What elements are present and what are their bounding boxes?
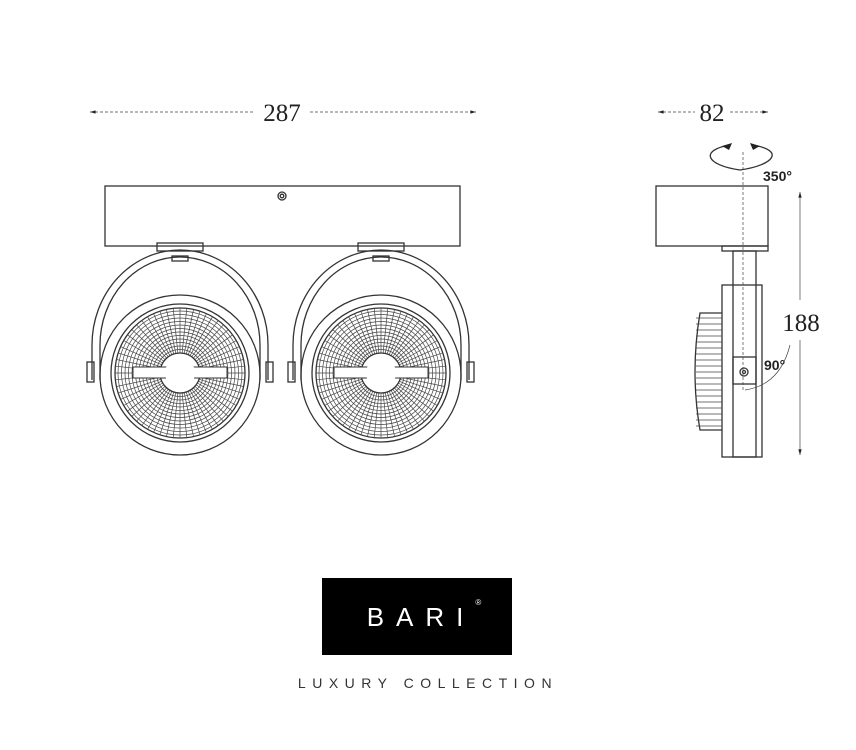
front-view <box>86 185 475 456</box>
spotlight-head <box>287 242 475 456</box>
screw-icon <box>277 191 287 201</box>
width-dimension: 287 <box>90 100 476 127</box>
registered-mark: ® <box>475 597 482 607</box>
brand-tagline: LUXURY COLLECTION <box>297 675 559 691</box>
mounting-base <box>104 185 461 247</box>
height-label: 188 <box>782 310 820 337</box>
rotation-label: 350° <box>763 168 792 184</box>
tilt-label: 90° <box>764 357 785 373</box>
brand-logo: BARI® <box>322 578 512 655</box>
rotation-arrow <box>709 144 773 171</box>
width-label: 287 <box>263 100 301 127</box>
depth-label: 82 <box>700 100 725 127</box>
brand-name: BARI <box>366 601 476 632</box>
spotlight-head <box>86 242 274 456</box>
side-view: 82 350° 90° 188 <box>655 100 820 458</box>
